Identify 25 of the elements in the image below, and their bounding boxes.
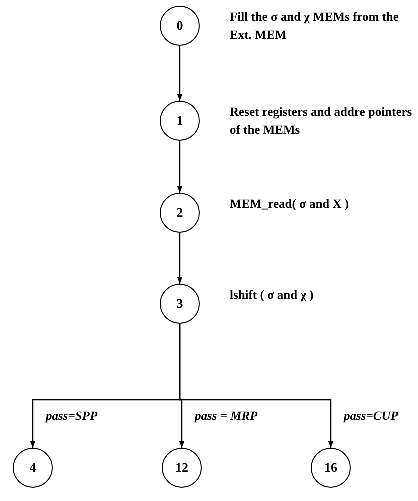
- state-number: 16: [324, 460, 338, 476]
- state-number: 4: [30, 460, 36, 476]
- step-description: Reset registers and addre pointers of the MEMs: [230, 104, 414, 139]
- state-number: 1: [176, 113, 184, 129]
- state-circle: [160, 193, 200, 233]
- edge-label: pass=SPP: [46, 409, 98, 424]
- arrow: [177, 46, 183, 101]
- step-description: MEM_read( σ and Χ ): [230, 196, 350, 213]
- state-circle: [160, 284, 200, 324]
- edge-label: pass = MRP: [195, 409, 258, 424]
- state-number: 2: [176, 205, 184, 221]
- state-number: 3: [176, 296, 184, 312]
- arrow: [179, 324, 334, 448]
- state-circle: [162, 448, 202, 488]
- state-circle: [13, 448, 53, 488]
- arrow: [177, 233, 183, 284]
- step-description: lshift ( σ and χ ): [230, 287, 315, 304]
- state-circle: [160, 101, 200, 141]
- state-number: 0: [176, 18, 184, 34]
- state-circle: [311, 448, 351, 488]
- step-description: Fill the σ and χ MEMs from the Ext. MEM: [230, 9, 400, 44]
- state-circle: [160, 6, 200, 46]
- edge-label: pass=CUP: [344, 409, 398, 424]
- state-number: 12: [176, 460, 188, 476]
- arrow: [177, 141, 183, 193]
